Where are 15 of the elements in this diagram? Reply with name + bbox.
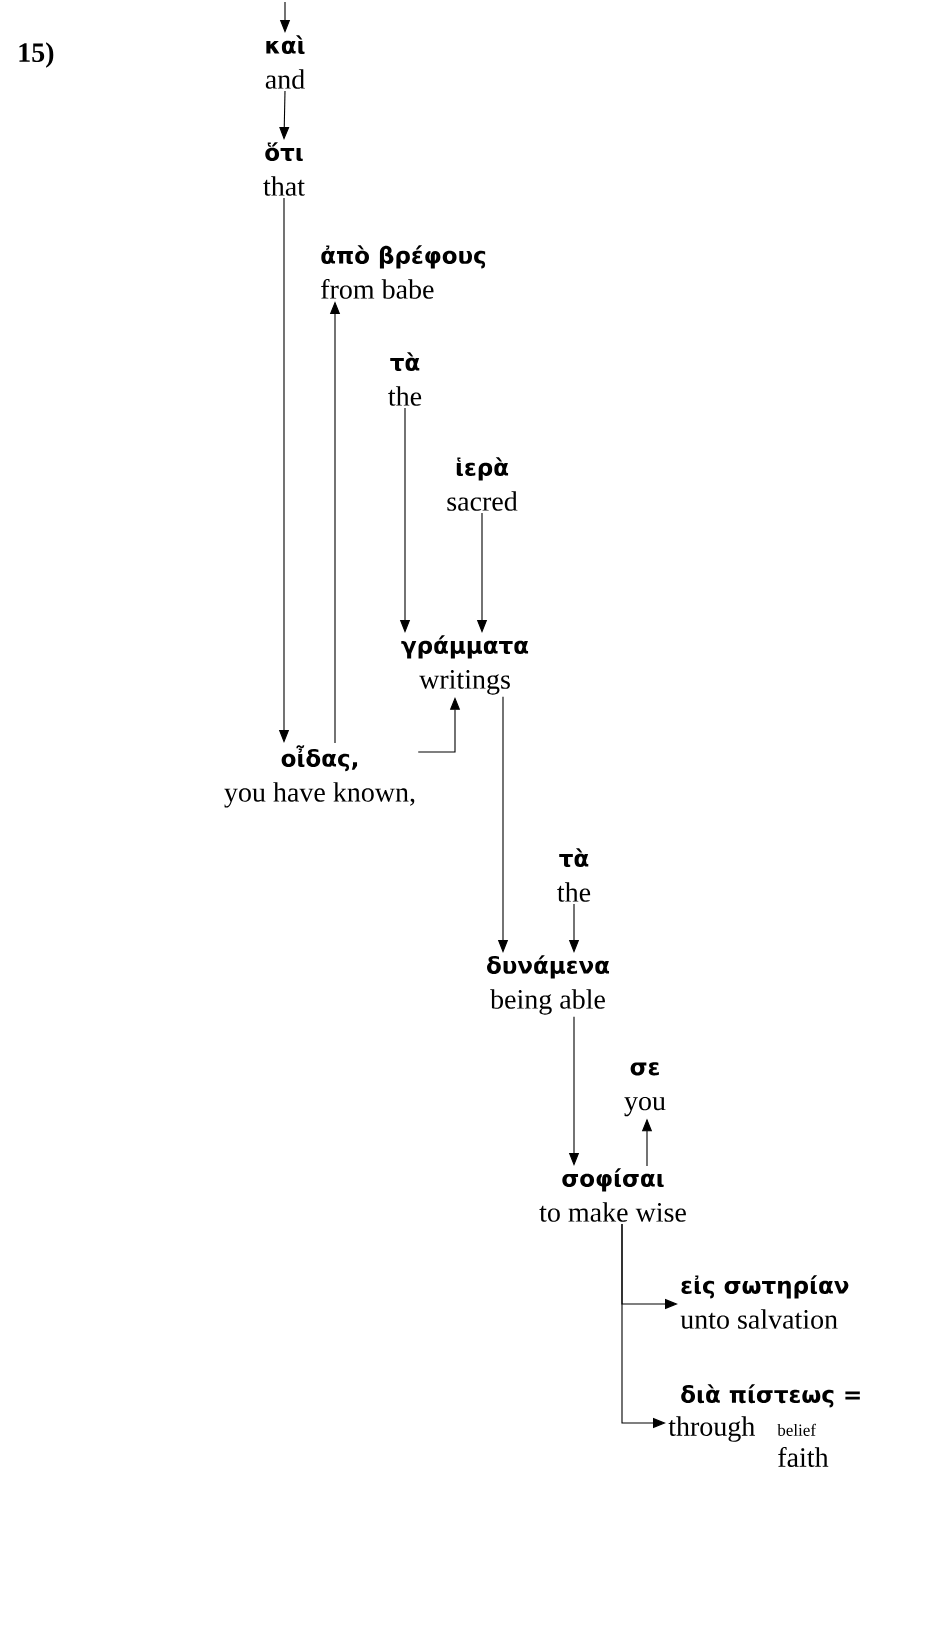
word-gloss: εἰς σωτηρίαν unto salvation: [680, 1275, 849, 1329]
word-gloss: ὅτι that: [263, 142, 305, 196]
word-gloss: καὶ and: [265, 35, 305, 89]
word-gloss: δυνάμενα being able: [487, 955, 610, 1015]
word-gloss: ἀπὸ βρέφους from babe: [321, 245, 486, 299]
word-gloss: γράμματα writings: [401, 635, 529, 695]
word-gloss: ἱερὰ sacred: [447, 457, 518, 511]
arrow: [279, 90, 290, 140]
verse-number: 15): [19, 42, 54, 68]
word-gloss: οἶδας, you have known,: [224, 745, 415, 808]
word-gloss: τὰ the: [557, 848, 591, 902]
word-gloss: διὰ πίστεως = through belief faith: [668, 1384, 860, 1467]
word-gloss: σε you: [624, 1062, 666, 1117]
word-gloss: σοφίσαι to make wise: [539, 1168, 686, 1222]
word-gloss: τὰ the: [388, 352, 422, 406]
